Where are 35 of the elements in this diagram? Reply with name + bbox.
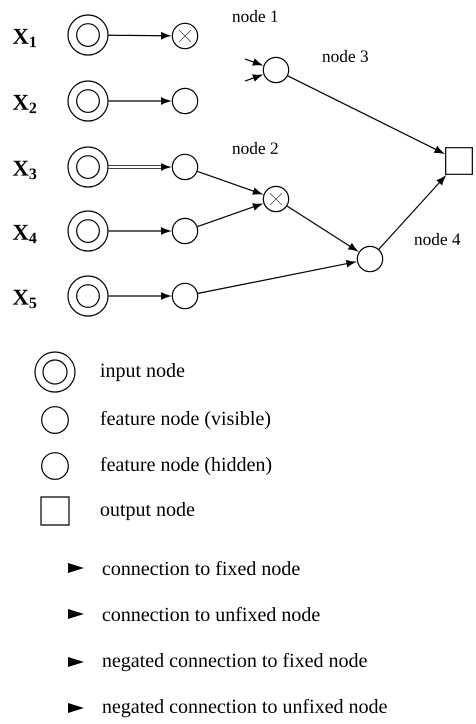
legend-text: negated connection to unfixed node xyxy=(102,698,387,718)
output-node xyxy=(445,147,473,175)
legend-text: negated connection to fixed node xyxy=(102,652,367,672)
arrow xyxy=(244,58,262,66)
legend-text: connection to fixed node xyxy=(102,560,300,576)
arrow xyxy=(108,97,170,105)
legend-text: input node xyxy=(100,362,184,382)
node-label: node 1 xyxy=(232,10,278,22)
arrow xyxy=(378,176,446,250)
arrow xyxy=(198,260,356,294)
legend-text: feature node (hidden) xyxy=(100,456,272,476)
arrow xyxy=(108,227,170,235)
node-label: node 3 xyxy=(322,50,368,62)
input-label: X$_{5}$ xyxy=(12,290,36,308)
feature-node xyxy=(172,218,198,244)
arrow xyxy=(108,292,170,300)
feature-node xyxy=(172,282,198,310)
legend-text: connection to unfixed node xyxy=(102,606,320,622)
arrow xyxy=(108,163,170,171)
input-label: X$_{3}$ xyxy=(12,160,36,180)
feature-node xyxy=(262,186,290,212)
input-label: X$_{4}$ xyxy=(12,224,37,244)
feature-node xyxy=(172,88,198,114)
arrow xyxy=(197,203,262,228)
legend-text: output node xyxy=(100,502,194,520)
arrow xyxy=(286,206,358,252)
arrow xyxy=(288,75,444,154)
legend-text: feature node (visible) xyxy=(100,410,270,430)
arrow xyxy=(244,74,262,82)
node-label: node 4 xyxy=(414,232,460,246)
node-label: node 2 xyxy=(232,142,278,154)
input-label: X$_{2}$ xyxy=(12,94,36,114)
arrow xyxy=(108,32,170,40)
arrow xyxy=(197,170,262,195)
input-label: X$_{1}$ xyxy=(12,28,36,48)
